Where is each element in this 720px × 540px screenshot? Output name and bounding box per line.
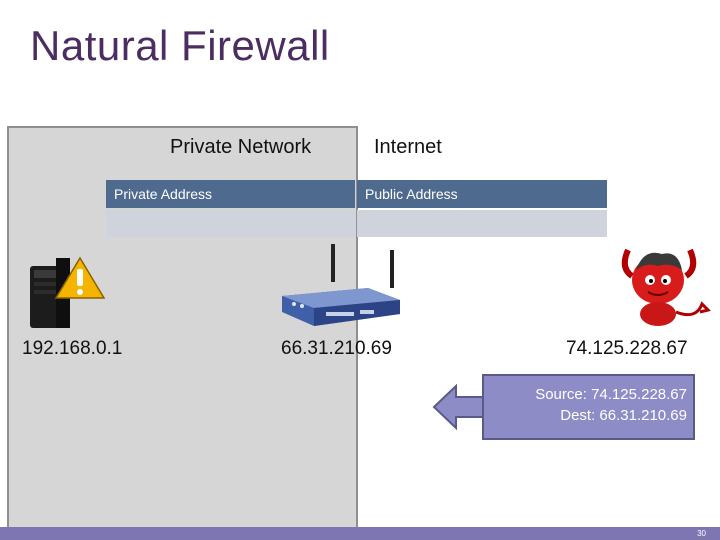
router-ip: 66.31.210.69 <box>281 338 392 359</box>
nat-cell-public <box>357 210 607 237</box>
attacker-ip: 74.125.228.67 <box>566 338 688 359</box>
footer-bar <box>0 527 720 540</box>
slide-title: Natural Firewall <box>30 22 330 69</box>
private-network-label: Private Network <box>170 136 312 158</box>
packet-source: Source: 74.125.228.67 <box>535 386 687 403</box>
page-number: 30 <box>697 529 706 538</box>
host-ip: 192.168.0.1 <box>22 338 123 359</box>
incoming-packet: Source: 74.125.228.67 Dest: 66.31.210.69 <box>482 374 695 440</box>
incoming-arrow-icon <box>432 383 488 435</box>
nat-table: Private Address Public Address <box>106 180 607 238</box>
nat-cell-private <box>106 210 355 237</box>
nat-header-public: Public Address <box>357 180 607 208</box>
router-icon <box>276 240 406 337</box>
internet-label: Internet <box>374 136 442 158</box>
devil-icon <box>618 240 712 333</box>
packet-dest: Dest: 66.31.210.69 <box>560 407 687 424</box>
computer-warning-icon <box>24 252 106 337</box>
nat-header-private: Private Address <box>106 180 355 208</box>
